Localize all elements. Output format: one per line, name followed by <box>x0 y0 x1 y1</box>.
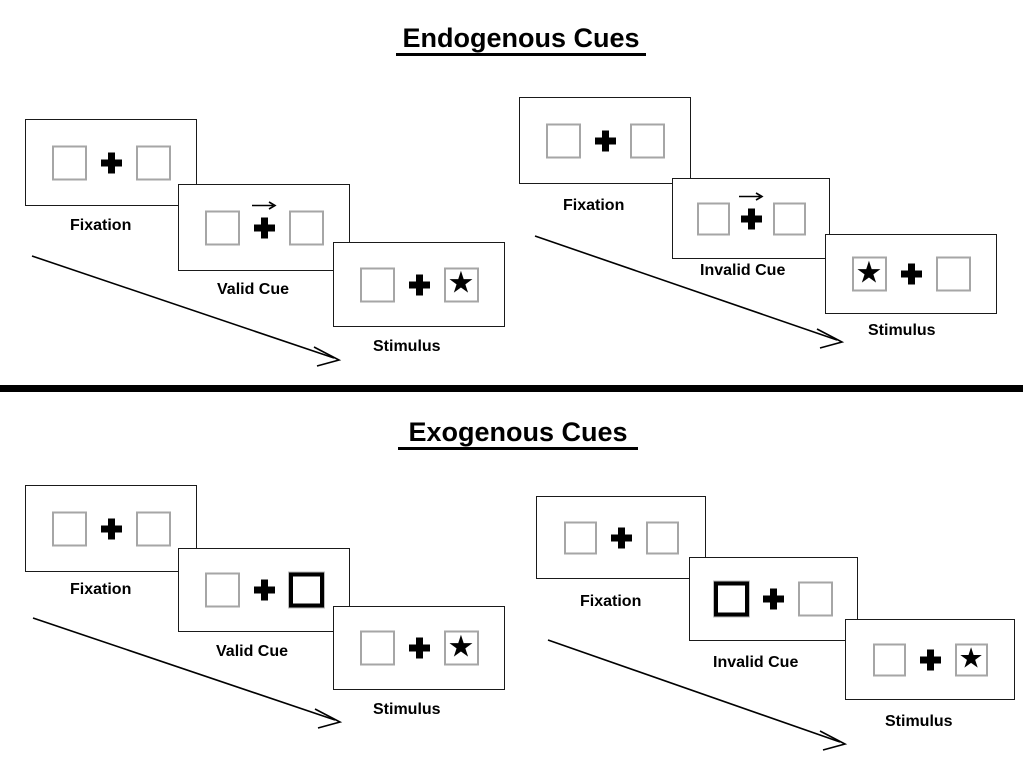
caption-exogenous-valid-cue: Valid Cue <box>216 643 289 660</box>
trial-frame-exogenous-invalid-fixation <box>536 496 706 579</box>
trial-frame-endogenous-invalid-fixation <box>519 97 691 184</box>
fixation-cross-icon <box>100 518 122 539</box>
sequence-arrow-exogenous-invalid <box>547 639 848 751</box>
caption-endogenous-valid-stimulus: Stimulus <box>373 338 441 355</box>
caption-exogenous-valid-fixation: Fixation <box>70 581 132 598</box>
trial-frame-exogenous-invalid-stimulus: ★ <box>845 619 1015 700</box>
cue-column <box>251 200 277 238</box>
left-placeholder-box <box>204 210 240 245</box>
sequence-arrow-endogenous-valid <box>31 255 342 367</box>
trial-frame-exogenous-valid-stimulus: ★ <box>333 606 505 690</box>
left-placeholder-box <box>51 511 87 546</box>
fixation-cross-icon <box>763 588 784 610</box>
right-cued-box <box>287 571 325 609</box>
left-placeholder-box <box>359 630 395 666</box>
trial-frame-endogenous-valid-stimulus: ★ <box>333 242 505 327</box>
caption-exogenous-valid-stimulus: Stimulus <box>373 701 441 718</box>
caption-exogenous-invalid-fixation: Fixation <box>580 593 642 610</box>
arrow-right-icon <box>251 200 277 210</box>
trial-frame-endogenous-invalid-stimulus: ★ <box>825 234 997 314</box>
caption-exogenous-invalid-cue: Invalid Cue <box>713 654 799 671</box>
star-icon: ★ <box>447 630 475 663</box>
section-title-exogenous: Exogenous Cues <box>398 418 638 451</box>
caption-exogenous-invalid-stimulus: Stimulus <box>885 713 953 730</box>
right-placeholder-box <box>629 123 665 158</box>
left-placeholder-box <box>359 267 395 302</box>
caption-endogenous-invalid-fixation: Fixation <box>563 197 625 214</box>
right-target-box: ★ <box>954 642 988 676</box>
right-target-box: ★ <box>443 266 479 302</box>
right-placeholder-box <box>772 202 806 235</box>
trial-frame-endogenous-valid-fixation <box>25 119 197 206</box>
fixation-cross-icon <box>408 637 430 659</box>
star-icon: ★ <box>447 266 475 300</box>
left-placeholder-box <box>51 145 87 180</box>
sequence-arrow-endogenous-invalid <box>534 235 845 349</box>
sequence-arrow-exogenous-valid <box>32 617 343 729</box>
fixation-cross-icon <box>594 130 616 151</box>
right-placeholder-box <box>645 521 679 554</box>
fixation-cross-icon <box>408 274 430 295</box>
right-placeholder-box <box>135 145 171 180</box>
fixation-cross-icon <box>919 649 941 670</box>
left-cued-box <box>713 580 750 618</box>
fixation-cross-icon <box>253 217 275 238</box>
trial-frame-exogenous-valid-cue <box>178 548 350 632</box>
left-placeholder-box <box>545 123 581 158</box>
right-target-box: ★ <box>443 630 479 666</box>
star-icon: ★ <box>855 256 883 289</box>
right-placeholder-box <box>135 511 171 546</box>
right-placeholder-box <box>288 210 324 245</box>
fixation-cross-icon <box>900 263 922 285</box>
fixation-cross-icon <box>740 208 762 229</box>
caption-endogenous-invalid-cue: Invalid Cue <box>700 262 786 279</box>
left-placeholder-box <box>872 643 906 676</box>
left-placeholder-box <box>204 572 240 608</box>
left-placeholder-box <box>696 202 730 235</box>
left-target-box: ★ <box>851 256 887 292</box>
star-icon: ★ <box>958 642 984 674</box>
arrow-right-icon <box>738 191 764 201</box>
caption-endogenous-invalid-stimulus: Stimulus <box>868 322 936 339</box>
trial-frame-endogenous-valid-cue <box>178 184 350 271</box>
trial-frame-endogenous-invalid-cue <box>672 178 830 259</box>
fixation-cross-icon <box>610 527 632 548</box>
section-divider <box>0 385 1023 392</box>
caption-endogenous-valid-cue: Valid Cue <box>217 281 290 298</box>
trial-frame-exogenous-valid-fixation <box>25 485 197 572</box>
left-placeholder-box <box>563 521 597 554</box>
right-placeholder-box <box>798 581 833 617</box>
fixation-cross-icon <box>100 152 122 173</box>
caption-endogenous-valid-fixation: Fixation <box>70 217 132 234</box>
cue-column <box>738 191 764 229</box>
trial-frame-exogenous-invalid-cue <box>689 557 858 641</box>
section-title-endogenous: Endogenous Cues <box>396 24 646 57</box>
right-placeholder-box <box>935 256 971 292</box>
fixation-cross-icon <box>253 579 275 601</box>
